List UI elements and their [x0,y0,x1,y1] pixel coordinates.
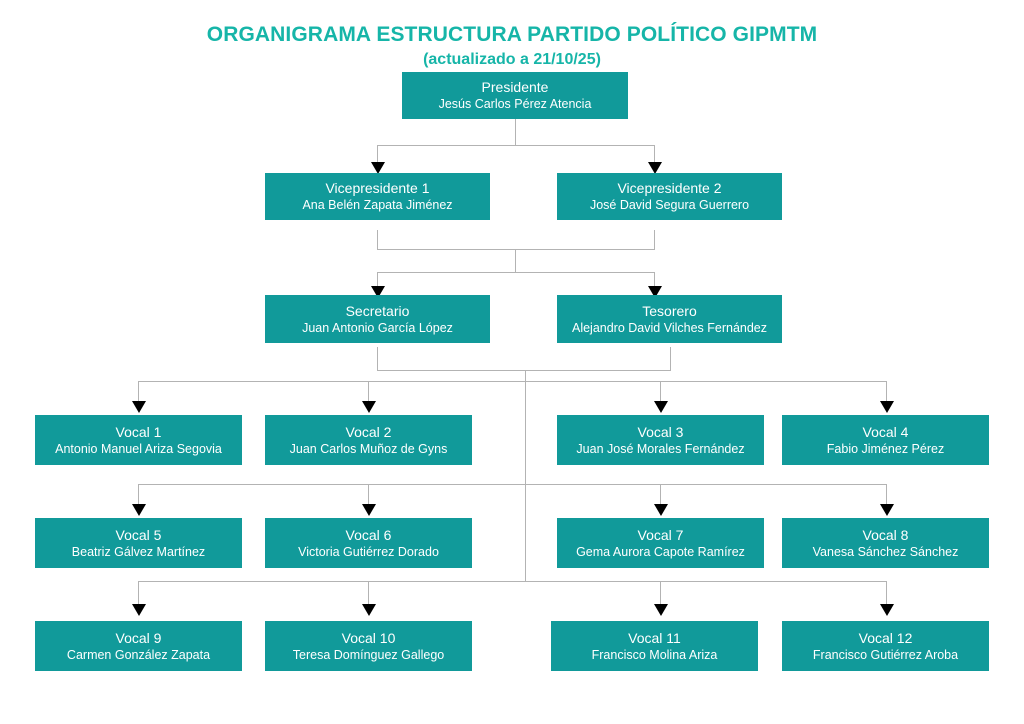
node-person-presidente: Jesús Carlos Pérez Atencia [438,97,592,111]
node-person-tesorero: Alejandro David Vilches Fernández [571,320,768,335]
arrowhead-vocal1 [132,401,146,413]
connector-vp1-out [377,230,378,249]
node-role-vocal-6: Vocal 6 [345,526,392,543]
node-person-vocal-6: Victoria Gutiérrez Dorado [298,544,439,559]
node-person-vocal-12: Francisco Gutiérrez Aroba [812,647,959,662]
connector-sectes-merge-bus [377,370,671,371]
connector-presidente-stem [515,119,516,145]
node-vocal-1[interactable]: Vocal 1 Antonio Manuel Ariza Segovia [35,415,242,465]
node-role-vocal-10: Vocal 10 [341,629,396,646]
connector-vocal1-drop [138,381,139,403]
node-vicepresidente-1[interactable]: Vicepresidente 1 Ana Belén Zapata Jiméne… [265,173,490,220]
node-vocal-9[interactable]: Vocal 9 Carmen González Zapata [35,621,242,671]
node-person-vocal-4: Fabio Jiménez Pérez [826,441,945,456]
node-vocal-2[interactable]: Vocal 2 Juan Carlos Muñoz de Gyns [265,415,472,465]
connector-tesorero-drop [654,272,655,289]
chart-title-block: ORGANIGRAMA ESTRUCTURA PARTIDO POLÍTICO … [0,22,1024,71]
arrowhead-vocal8 [880,504,894,516]
connector-vp2-out [654,230,655,249]
node-vocal-10[interactable]: Vocal 10 Teresa Domínguez Gallego [265,621,472,671]
node-vocal-4[interactable]: Vocal 4 Fabio Jiménez Pérez [782,415,989,465]
node-role-vocal-8: Vocal 8 [862,526,909,543]
node-person-vocal-7: Gema Aurora Capote Ramírez [576,544,745,559]
connector-vocal12-drop [886,581,887,606]
node-vocal-5[interactable]: Vocal 5 Beatriz Gálvez Martínez [35,518,242,568]
connector-vocal9-drop [138,581,139,606]
node-vocal-8[interactable]: Vocal 8 Vanesa Sánchez Sánchez [782,518,989,568]
node-person-vocal-1: Antonio Manuel Ariza Segovia [55,441,222,456]
node-presidente[interactable]: Presidente Jesús Carlos Pérez Atencia [402,72,628,119]
node-person-vocal-9: Carmen González Zapata [66,647,211,662]
node-person-vocal-2: Juan Carlos Muñoz de Gyns [289,441,448,456]
connector-vocal7-drop [660,484,661,506]
connector-vocal3-drop [660,381,661,403]
node-person-vocal-5: Beatriz Gálvez Martínez [71,544,206,559]
node-role-vicepresidente-1: Vicepresidente 1 [325,180,430,196]
connector-vocal-row1-bus [138,381,886,382]
node-role-vocal-5: Vocal 5 [115,526,162,543]
arrowhead-vocal4 [880,401,894,413]
connector-vocal2-drop [368,381,369,403]
arrowhead-vocal12 [880,604,894,616]
node-role-vocal-4: Vocal 4 [862,423,909,440]
node-tesorero[interactable]: Tesorero Alejandro David Vilches Fernánd… [557,295,782,343]
node-vocal-11[interactable]: Vocal 11 Francisco Molina Ariza [551,621,758,671]
connector-presidente-bus [377,145,654,146]
node-role-vocal-7: Vocal 7 [637,526,684,543]
node-role-vocal-2: Vocal 2 [345,423,392,440]
node-role-vocal-12: Vocal 12 [858,629,913,646]
connector-vocal8-drop [886,484,887,506]
node-person-vocal-10: Teresa Domínguez Gallego [292,647,445,662]
node-vocal-6[interactable]: Vocal 6 Victoria Gutiérrez Dorado [265,518,472,568]
node-role-presidente: Presidente [481,79,549,95]
connector-tesorero-out [670,347,671,370]
page-title: ORGANIGRAMA ESTRUCTURA PARTIDO POLÍTICO … [206,23,818,46]
node-role-secretario: Secretario [345,302,410,319]
page-subtitle: (actualizado a 21/10/25) [423,51,601,68]
node-role-tesorero: Tesorero [642,302,697,319]
arrowhead-vp1 [371,162,385,174]
node-secretario[interactable]: Secretario Juan Antonio García López [265,295,490,343]
connector-main-spine [525,370,526,581]
arrowhead-vp2 [648,162,662,174]
arrowhead-vocal3 [654,401,668,413]
node-person-vicepresidente-1: Ana Belén Zapata Jiménez [302,198,453,212]
connector-vocal4-drop [886,381,887,403]
node-role-vocal-9: Vocal 9 [115,629,162,646]
connector-vp1-drop [377,145,378,165]
node-person-vicepresidente-2: José David Segura Guerrero [589,198,750,212]
node-role-vocal-11: Vocal 11 [628,629,681,646]
connector-secretario-drop [377,272,378,289]
connector-vocal-row2-bus [138,484,886,485]
node-vocal-12[interactable]: Vocal 12 Francisco Gutiérrez Aroba [782,621,989,671]
node-person-vocal-3: Juan José Morales Fernández [576,441,745,456]
arrowhead-vocal11 [654,604,668,616]
node-role-vocal-1: Vocal 1 [115,423,162,440]
node-person-secretario: Juan Antonio García López [302,320,453,335]
node-role-vocal-3: Vocal 3 [637,423,684,440]
connector-vp-merge-stem [515,249,516,272]
arrowhead-vocal10 [362,604,376,616]
node-person-vocal-8: Vanesa Sánchez Sánchez [812,544,959,559]
arrowhead-vocal5 [132,504,146,516]
arrowhead-vocal2 [362,401,376,413]
connector-vocal5-drop [138,484,139,506]
connector-vocal10-drop [368,581,369,606]
arrowhead-vocal7 [654,504,668,516]
connector-vp2-drop [654,145,655,165]
connector-vocal6-drop [368,484,369,506]
node-vocal-7[interactable]: Vocal 7 Gema Aurora Capote Ramírez [557,518,764,568]
connector-sectes-bus [377,272,655,273]
arrowhead-vocal6 [362,504,376,516]
node-vocal-3[interactable]: Vocal 3 Juan José Morales Fernández [557,415,764,465]
connector-vocal-row3-bus [138,581,886,582]
connector-vp-merge-bus [377,249,655,250]
node-role-vicepresidente-2: Vicepresidente 2 [617,180,722,196]
arrowhead-vocal9 [132,604,146,616]
connector-secretario-out [377,347,378,370]
node-person-vocal-11: Francisco Molina Ariza [591,647,718,662]
node-vicepresidente-2[interactable]: Vicepresidente 2 José David Segura Guerr… [557,173,782,220]
connector-vocal11-drop [660,581,661,606]
